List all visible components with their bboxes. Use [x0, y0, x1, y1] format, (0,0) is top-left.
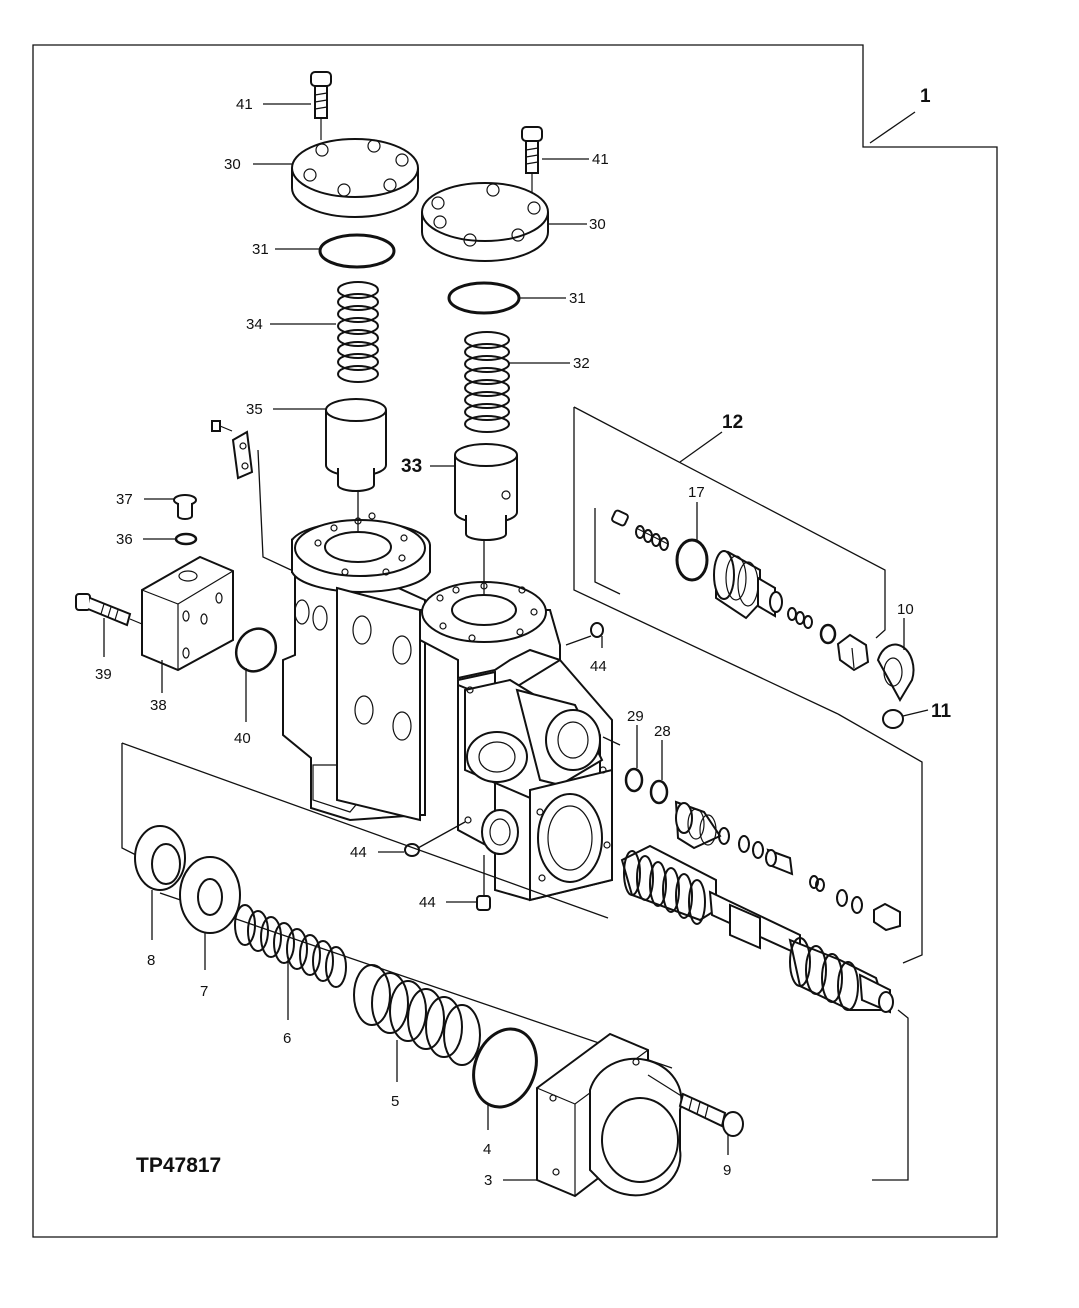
relief-valve-parts: [611, 509, 870, 672]
diagram-frame: [32, 44, 998, 1238]
end-cap-30-right: [421, 182, 549, 262]
callout-30-left: 30: [224, 156, 241, 173]
callout-36: 36: [116, 531, 133, 548]
callout-38: 38: [150, 697, 167, 714]
valve-body: [282, 512, 613, 902]
o-ring-31-right: [447, 281, 521, 315]
callout-8: 8: [147, 952, 155, 969]
callout-6: 6: [283, 1030, 291, 1047]
cap-screw-41-left: [310, 71, 332, 140]
callout-41-right: 41: [592, 151, 609, 168]
cap-screw-9: [647, 1074, 744, 1137]
callout-3: 3: [484, 1172, 492, 1189]
callout-31-right: 31: [569, 290, 586, 307]
spring-34: [337, 281, 379, 383]
callout-12: 12: [722, 412, 743, 433]
o-ring-40: [234, 627, 278, 673]
group-12-boundary: [573, 406, 886, 715]
o-ring-4: [472, 1027, 538, 1109]
spring-seat-35: [325, 398, 387, 492]
o-ring-36: [174, 532, 198, 546]
cap-screw-39: [75, 593, 143, 627]
callout-40: 40: [234, 730, 251, 747]
main-spool: [620, 844, 894, 1014]
retaining-plate: [231, 430, 254, 480]
spring-cap-3: [536, 1032, 683, 1198]
callout-32: 32: [573, 355, 590, 372]
callout-29: 29: [627, 708, 644, 725]
callout-44-top: 44: [590, 658, 607, 675]
small-screw: [211, 420, 233, 432]
callout-30-right: 30: [589, 216, 606, 233]
spring-seat-33: [454, 443, 518, 541]
callout-37: 37: [116, 491, 133, 508]
block-38: [141, 555, 234, 672]
spring-group-boundary: [121, 742, 909, 1181]
o-ring-29: [624, 767, 644, 793]
plug-11: [882, 709, 904, 729]
plug-37: [173, 494, 197, 520]
cap-10: [876, 643, 915, 703]
figure-id: TP47817: [136, 1154, 221, 1177]
spring-6: [234, 904, 347, 988]
check-valve-parts: [674, 800, 901, 932]
callout-7: 7: [200, 983, 208, 1000]
callout-44-mid: 44: [350, 844, 367, 861]
o-ring-31-left: [318, 233, 396, 269]
plug-44-bottom: [476, 895, 491, 911]
callout-9: 9: [723, 1162, 731, 1179]
spring-32: [464, 331, 510, 433]
spring-5: [353, 964, 481, 1066]
callout-41-left: 41: [236, 96, 253, 113]
callout-11: 11: [931, 701, 952, 722]
callout-5: 5: [391, 1093, 399, 1110]
callout-1: 1: [920, 86, 931, 107]
callout-17: 17: [688, 484, 705, 501]
callout-44-bottom: 44: [419, 894, 436, 911]
callout-4: 4: [483, 1141, 491, 1158]
ring-28: [649, 779, 669, 805]
callout-33: 33: [401, 456, 422, 477]
washer-7: [179, 856, 241, 934]
callout-39: 39: [95, 666, 112, 683]
spring-seat-8: [134, 825, 186, 891]
callout-31-left: 31: [252, 241, 269, 258]
callout-28: 28: [654, 723, 671, 740]
callout-10: 10: [897, 601, 914, 618]
callout-34: 34: [246, 316, 263, 333]
cap-screw-41-right: [521, 126, 543, 200]
end-cap-30-left: [291, 138, 419, 218]
plug-44-top: [590, 622, 604, 638]
callout-35: 35: [246, 401, 263, 418]
